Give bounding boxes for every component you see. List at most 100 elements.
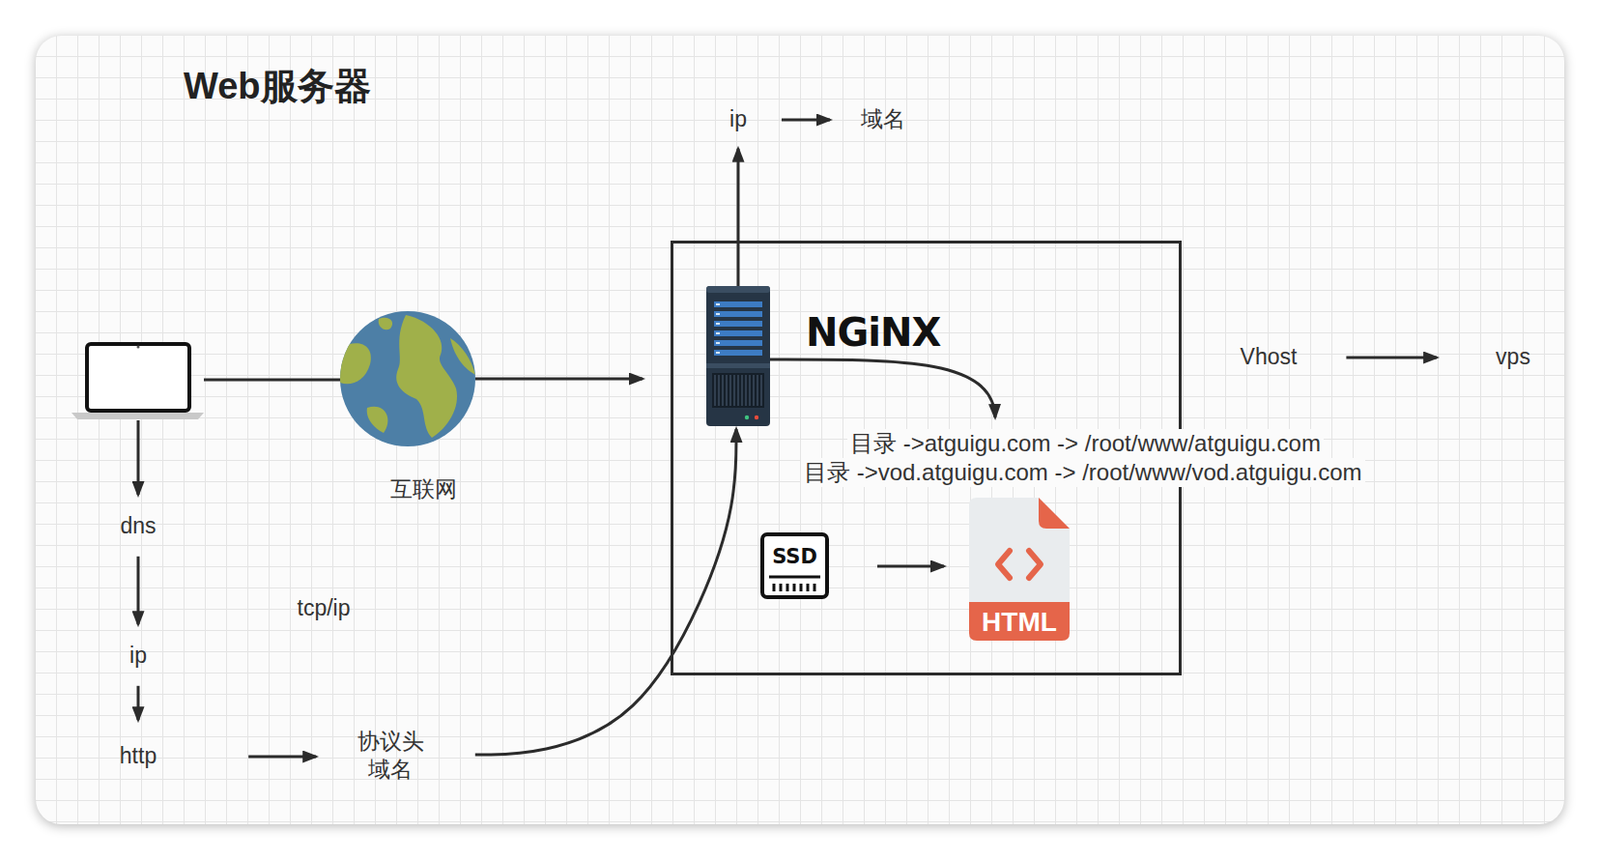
ssd-disk: SSD xyxy=(760,532,829,600)
globe-ocean xyxy=(340,311,476,447)
globe-land xyxy=(396,314,458,438)
flow-arrow xyxy=(475,428,737,755)
server-bay xyxy=(714,320,763,327)
server-body xyxy=(706,285,771,427)
ssd-text: SSD xyxy=(771,546,818,568)
ip-node: ip xyxy=(123,638,153,674)
laptop-dns-arrow xyxy=(137,420,141,495)
server-icon xyxy=(706,285,771,427)
laptop-base xyxy=(71,412,204,420)
vhost-path: 目录 ->vod.atguigu.com -> /root/www/vod.at… xyxy=(800,457,1366,488)
laptop-icon xyxy=(71,343,204,420)
vhost-path: 目录 ->atguigu.com -> /root/www/atguigu.co… xyxy=(847,428,1324,459)
ssd-case xyxy=(762,534,828,598)
html-text: HTML xyxy=(981,608,1058,636)
globe-land xyxy=(340,342,372,384)
flow-arrow xyxy=(137,556,141,625)
server-grille-line xyxy=(725,374,728,406)
grid-canvas xyxy=(35,35,1565,825)
vhost-text: Vhost xyxy=(1240,343,1298,372)
server-led xyxy=(715,322,720,325)
ip-text: ip xyxy=(729,106,747,134)
nginx-route-arrow xyxy=(770,359,996,418)
server-light xyxy=(744,415,749,420)
header-domain-node: 协议头 域名 xyxy=(348,723,432,788)
internet-globe: 互联网 xyxy=(340,311,476,447)
code-chevrons xyxy=(998,550,1041,578)
protocol-note: tcp/ip xyxy=(297,595,351,623)
flow-arrow xyxy=(137,685,141,720)
flow-arrow xyxy=(248,755,316,759)
ssd-pin xyxy=(806,583,810,592)
ssd-pin xyxy=(786,583,790,592)
file-body xyxy=(969,497,1070,641)
server-led xyxy=(715,342,720,344)
server-host-box: 目录 ->atguigu.com -> /root/www/atguigu.co… xyxy=(670,240,1182,676)
server-grille-line xyxy=(748,374,751,406)
server-bay xyxy=(714,330,763,337)
domain-text: 域名 xyxy=(860,106,906,134)
network-wire xyxy=(203,378,341,382)
server-bay xyxy=(714,340,763,346)
ip-node: ip xyxy=(723,102,753,138)
server-grille-line xyxy=(756,374,759,406)
dns-text: dns xyxy=(119,513,156,541)
server-grille-line xyxy=(737,374,740,406)
flow-arrow xyxy=(475,377,643,381)
flow-arrow xyxy=(877,565,944,569)
server-led xyxy=(715,332,720,335)
server-grille-line xyxy=(729,374,732,406)
ip-text: ip xyxy=(129,642,147,670)
server-grille-line xyxy=(733,374,736,406)
vps-text: vps xyxy=(1495,343,1531,372)
server-bay xyxy=(714,349,763,356)
file-band xyxy=(969,601,1070,641)
http-node: http xyxy=(114,739,163,774)
server-led xyxy=(715,303,720,306)
ssd-pin xyxy=(779,583,783,592)
server-grille-line xyxy=(714,374,716,406)
globe-land xyxy=(367,406,389,433)
dns-node: dns xyxy=(114,509,162,544)
domain-node: 域名 xyxy=(855,102,912,138)
nginx-server: NGiNX xyxy=(706,285,771,427)
server-led xyxy=(715,351,720,354)
server-light xyxy=(754,415,759,420)
file-fold xyxy=(1038,497,1070,529)
html-file: HTML xyxy=(969,497,1070,641)
ssd-pin xyxy=(813,583,817,592)
globe-land xyxy=(378,317,393,331)
server-band xyxy=(706,363,771,369)
diagram-title: Web服务器 xyxy=(183,64,372,110)
globe-icon xyxy=(340,311,476,447)
flow-arrow xyxy=(1345,356,1437,360)
globe-land xyxy=(450,338,476,375)
ssd-pin xyxy=(772,583,776,592)
vps-node: vps xyxy=(1489,340,1537,375)
server-grille-line xyxy=(760,374,763,406)
server-grille-line xyxy=(717,374,720,406)
globe-land xyxy=(340,314,476,438)
ssd-pin xyxy=(793,583,797,592)
server-grille-line xyxy=(721,374,724,406)
header-text: 协议头 域名 xyxy=(354,727,427,784)
server-grille xyxy=(712,372,765,408)
server-cap xyxy=(706,285,771,293)
server-grille-line xyxy=(752,374,755,406)
laptop-screen xyxy=(86,343,190,411)
nginx-logo: NGiNX xyxy=(805,313,941,352)
laptop-camera xyxy=(137,345,141,349)
globe-caption: 互联网 xyxy=(390,476,458,504)
server-grille-line xyxy=(744,374,747,406)
server-grille-line xyxy=(741,374,743,406)
flow-arrow xyxy=(737,148,741,286)
ssd-pin xyxy=(800,583,803,592)
server-bay xyxy=(714,301,763,308)
ssd-line xyxy=(769,575,821,579)
server-bay xyxy=(714,311,763,317)
flow-arrow xyxy=(781,118,830,122)
vhost-node: Vhost xyxy=(1234,340,1304,375)
